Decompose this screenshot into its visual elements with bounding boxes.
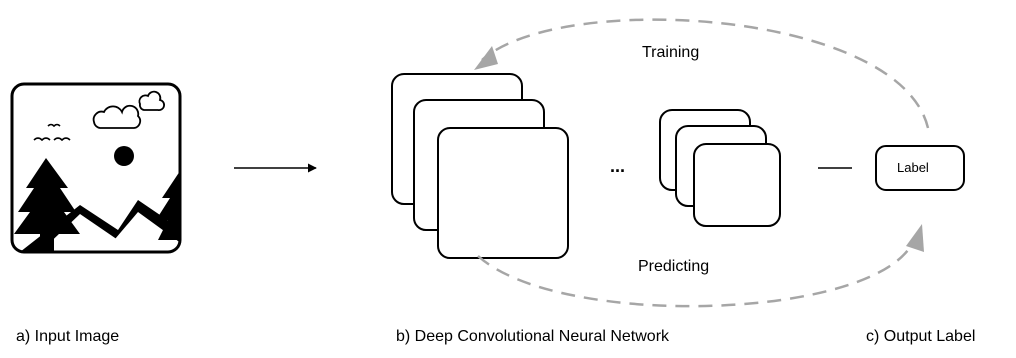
label-box-text: Label [897,160,929,175]
predicting-label: Predicting [638,258,710,275]
label-box [875,145,965,191]
tree-icon [156,168,180,240]
ellipsis-label: ... [610,156,626,176]
training-arrow [474,18,930,129]
caption-output-label: c) Output Label [866,328,976,345]
layer-stack-large [391,73,569,259]
birds-icon [33,123,71,142]
sun-icon [114,146,134,166]
caption-input-image: a) Input Image [16,328,120,345]
cloud-icon [92,90,165,129]
training-label: Training [642,44,700,61]
tree-icon [14,158,80,252]
caption-network: b) Deep Convolutional Neural Network [396,328,670,345]
layer-stack-small [659,109,781,227]
predicting-arrow [477,224,924,308]
input-image [10,82,182,254]
